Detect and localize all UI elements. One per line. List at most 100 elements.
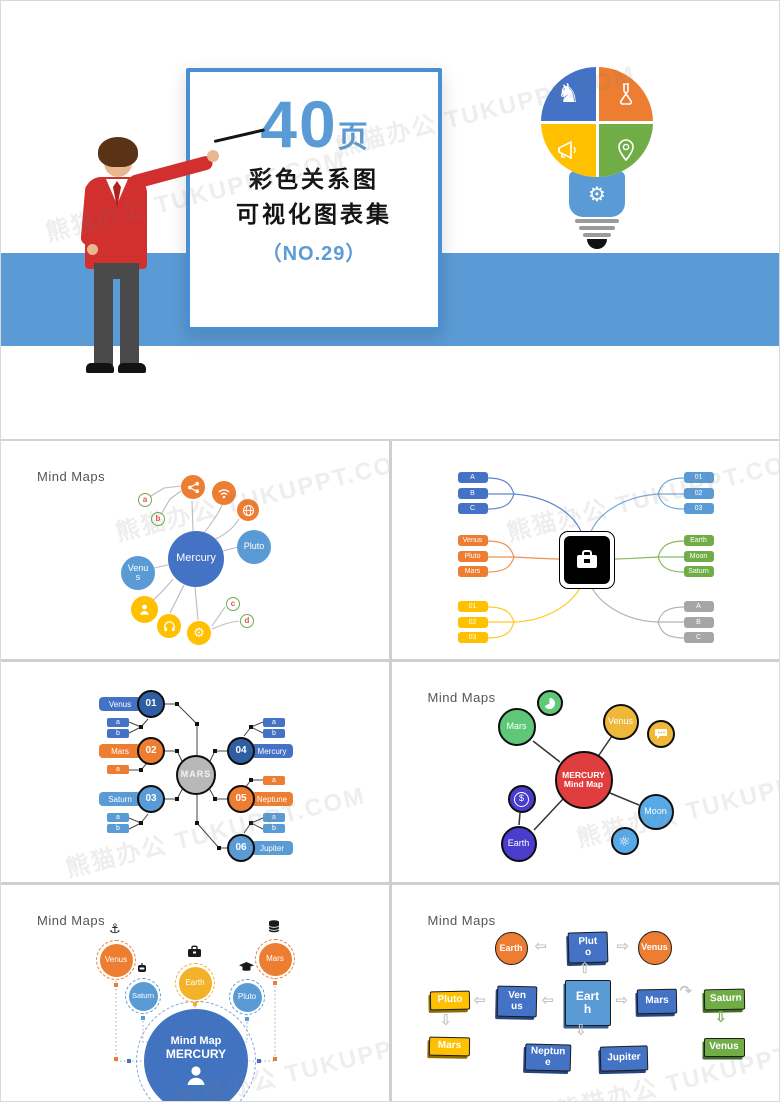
chat-bubble-icon (646, 720, 675, 748)
sub-item: a (107, 813, 129, 822)
up-arrow-icon: ⇧ (578, 960, 592, 977)
slide-thumbnail-6[interactable]: 熊猫办公 TUKUPPT.COM Mind Maps Earth Pluto E… (391, 885, 779, 1101)
bulb-base-bar (583, 233, 611, 237)
center-line1: Mind Map (170, 1035, 222, 1048)
mindmap-center-node: Mercury (168, 531, 224, 587)
bulb-base-bar (579, 226, 615, 230)
mindmap-center-node: MERCURY Mind Map (554, 751, 613, 809)
label-node-a: a (138, 493, 152, 507)
branch-item: C (457, 503, 488, 514)
bulb-base-bar (575, 219, 619, 223)
flask-icon (619, 82, 632, 105)
label-node-b: b (151, 512, 165, 526)
node-pluto-top: Pluto (567, 931, 608, 964)
presenter-left-leg (94, 271, 113, 365)
node-mars-yellow: Mars (428, 1036, 470, 1057)
user-icon (187, 1065, 205, 1085)
down-arrow-icon: ⇩ (439, 1012, 453, 1029)
slide-thumbnail-3[interactable]: 熊猫办公 TUKUPPT.COM (1, 662, 389, 882)
branch-item: 01 (457, 601, 488, 612)
node-venus-circle: Venus (637, 931, 672, 965)
node-mars-right: Mars (636, 988, 677, 1015)
right-arrow-icon: ⇨ (616, 938, 630, 955)
gear-icon: ⚙ (588, 183, 606, 206)
chess-knight-icon: ♞ (556, 78, 580, 109)
node-pluto-yellow: Pluto (429, 990, 470, 1011)
presenter-right-shoe (118, 363, 146, 373)
mindmap-node-venus: Venus (121, 556, 155, 590)
mindmap-node-pluto: Pluto (237, 530, 271, 564)
node-venus-green: Venus (703, 1038, 745, 1057)
green-down-arrow-icon: ⇩ (714, 1009, 728, 1026)
slide-thumbnail-5[interactable]: 熊猫办公 TUKUPPT.COM Mind Maps (1, 885, 389, 1101)
wifi-icon (212, 481, 236, 505)
left-arrow-icon: ⇦ (541, 992, 555, 1009)
bulb-cap (587, 239, 607, 249)
atom-icon: ⚛ (610, 827, 639, 855)
share-icon (181, 475, 205, 499)
presenter-left-shoe (86, 363, 114, 373)
branch-item: B (457, 488, 488, 499)
globe-icon (237, 499, 259, 521)
puzzle-piece-green (598, 123, 653, 177)
right-arrow-icon: ⇨ (615, 992, 629, 1009)
center-line2: Mind Map (563, 779, 604, 789)
headphones-icon (157, 614, 181, 638)
cover-title-card: 40页 彩色关系图 可视化图表集 （NO.29） (186, 68, 442, 331)
branch-item: Venus (457, 535, 488, 546)
slide-thumbnail-grid: 熊猫办公 TUKUPPT.COM Mind Maps Mercury Venus… (1, 439, 779, 1101)
briefcase-icon (563, 536, 610, 584)
briefcase-icon (187, 945, 202, 958)
presenter-left-hand (87, 244, 98, 255)
branch-item: A (683, 601, 714, 612)
branch-label: Mercury (251, 744, 293, 758)
node-saturn: Saturn (125, 978, 161, 1014)
branch-item: 03 (683, 503, 714, 514)
branch-item: 03 (457, 632, 488, 643)
anchor-icon: ⚓ (109, 921, 121, 936)
bulb-globe: ♞ (541, 67, 653, 177)
slide-title: Mind Maps (427, 690, 496, 705)
down-arrow-icon: ⇩ (574, 1022, 588, 1039)
puzzle-piece-orange (598, 67, 653, 121)
node-saturn-green: Saturn (703, 988, 745, 1011)
node-venus-left: Venus (496, 985, 537, 1018)
curved-arrow-icon: ↷ (679, 983, 693, 1000)
branch-label: Mars (99, 744, 141, 758)
slide-thumbnail-1[interactable]: 熊猫办公 TUKUPPT.COM Mind Maps Mercury Venus… (1, 441, 389, 659)
presenter-right-leg (120, 271, 139, 365)
slide-thumbnail-4[interactable]: 熊猫办公 TUKUPPT.COM Mind Maps MERCURY Mind … (391, 662, 779, 882)
cover-slide[interactable]: 熊猫办公 TUKUPPT.COM 熊猫办公 TUKUPPT.COM 40页 (1, 1, 779, 439)
branch-item: C (683, 632, 714, 643)
bulb-neck: ⚙ (569, 171, 625, 217)
label-node-c: c (226, 597, 240, 611)
presenter-tie (113, 181, 121, 208)
branch-item: Earth (683, 535, 714, 546)
slide-thumbnail-2[interactable]: 熊猫办公 TUKUPPT.COM A B C 01 02 (391, 441, 779, 659)
node-venus: Venus (96, 940, 136, 980)
node-earth: Earth (175, 963, 215, 1003)
pages-number: 40 (260, 87, 338, 161)
location-pin-icon (617, 139, 634, 162)
branch-label: Jupiter (251, 841, 293, 855)
left-arrow-icon: ⇦ (534, 938, 548, 955)
branch-item: 02 (683, 488, 714, 499)
presenter-right-hand (207, 150, 219, 162)
slide-title: Mind Maps (37, 913, 106, 928)
branch-item: Saturn (683, 566, 714, 577)
node-neptune: Neptune (524, 1043, 571, 1072)
sub-item: b (263, 824, 285, 833)
gear-icon: ⚙ (187, 621, 211, 645)
robot-icon (136, 962, 148, 974)
branch-item: Pluto (457, 551, 488, 562)
branch-label: Neptune (251, 792, 293, 806)
mindmap-center-node: Mind Map MERCURY (144, 1009, 248, 1101)
node-earth-center: Earth (564, 980, 611, 1026)
sub-item: a (263, 718, 285, 727)
branch-item: Moon (683, 551, 714, 562)
pages-unit: 页 (337, 121, 368, 154)
puzzle-piece-blue: ♞ (541, 67, 596, 121)
branch-number: 05 (227, 785, 255, 813)
database-icon (268, 920, 280, 933)
node-venus: Venus (602, 704, 639, 740)
